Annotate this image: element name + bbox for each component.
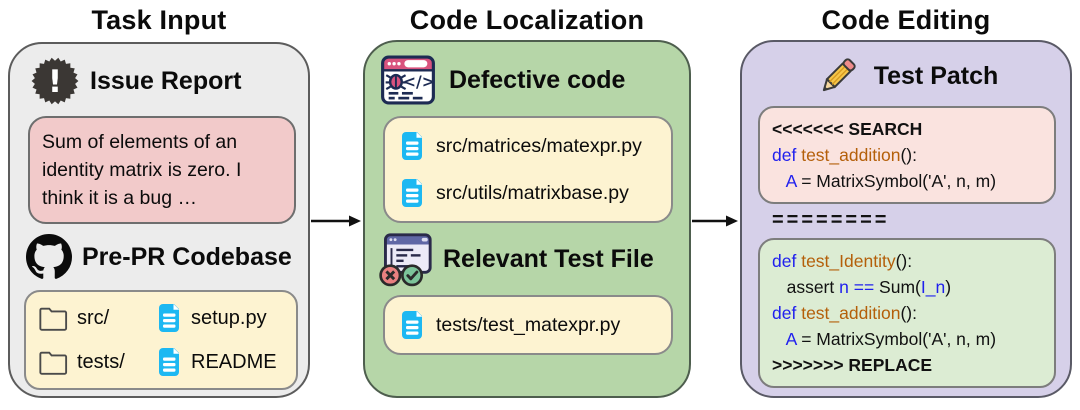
svg-text:</>: </>	[403, 72, 435, 91]
code-line: def test_addition():	[772, 303, 917, 323]
code-line: <<<<<<< SEARCH	[772, 119, 923, 139]
column-title-code-editing: Code Editing	[821, 5, 991, 35]
code-localization-panel: </> Defective code src/matrices/matexpr.…	[363, 40, 691, 398]
file-icon	[402, 132, 423, 160]
file-row: src/utils/matrixbase.py	[399, 178, 661, 208]
folder-icon	[39, 307, 68, 331]
codebase-item-setup: setup.py	[156, 303, 288, 333]
codebase-heading: Pre-PR Codebase	[26, 234, 308, 280]
codebase-item-label: tests/	[77, 350, 125, 373]
diff-separator: ========	[772, 209, 890, 231]
file-icon	[402, 311, 423, 339]
column-title-code-localization: Code Localization	[409, 5, 645, 35]
task-input-panel: ! Issue Report Sum of elements of an ide…	[8, 42, 310, 398]
search-code-block: <<<<<<< SEARCH def test_addition(): A = …	[758, 106, 1056, 204]
issue-report-label: Issue Report	[90, 66, 242, 95]
file-icon	[159, 304, 180, 332]
codebase-item-tests: tests/	[38, 347, 156, 377]
codebase-item-label: README	[191, 350, 277, 373]
defective-code-heading: </> Defective code	[379, 52, 689, 108]
codebase-item-label: setup.py	[191, 306, 267, 329]
code-line: def test_addition():	[772, 145, 917, 165]
pencil-icon	[822, 58, 856, 92]
replace-code-block: def test_Identity(): assert n == Sum(I_n…	[758, 238, 1056, 388]
relevant-test-heading: Relevant Test File	[377, 231, 689, 287]
folder-icon	[39, 351, 68, 375]
codebase-file-grid: src/ setup.py tests/	[24, 290, 298, 390]
issue-report-heading: ! Issue Report	[30, 56, 308, 106]
test-patch-label: Test Patch	[873, 61, 999, 90]
code-line: A = MatrixSymbol('A', n, m)	[785, 329, 997, 349]
codebase-item-label: src/	[77, 306, 110, 329]
code-line: def test_Identity():	[772, 251, 913, 271]
issue-badge-icon: !	[31, 57, 79, 105]
arrow-localization-to-editing	[692, 215, 738, 227]
code-line: assert n == Sum(I_n)	[772, 277, 952, 297]
codebase-label: Pre-PR Codebase	[82, 242, 292, 271]
defective-files-box: src/matrices/matexpr.py src/utils/matrix…	[383, 116, 673, 223]
code-editing-panel: Test Patch <<<<<<< SEARCH def test_addit…	[740, 40, 1072, 398]
file-path: src/utils/matrixbase.py	[436, 181, 629, 204]
defective-code-label: Defective code	[449, 65, 626, 94]
file-row: src/matrices/matexpr.py	[399, 131, 661, 161]
svg-text:!: !	[48, 64, 62, 100]
file-path: tests/test_matexpr.py	[436, 313, 621, 336]
test-checker-icon	[379, 233, 432, 287]
column-title-task-input: Task Input	[91, 5, 227, 35]
issue-text: Sum of elements of an identity matrix is…	[42, 131, 242, 209]
test-patch-heading: Test Patch	[742, 52, 1070, 100]
test-files-box: tests/test_matexpr.py	[383, 295, 673, 355]
codebase-item-src: src/	[38, 303, 156, 333]
file-path: src/matrices/matexpr.py	[436, 134, 642, 157]
arrow-task-to-localization	[311, 215, 361, 227]
file-icon	[159, 348, 180, 376]
github-icon	[26, 234, 72, 279]
code-line: >>>>>>> REPLACE	[772, 355, 933, 375]
bug-browser-icon: </>	[381, 55, 435, 105]
issue-text-box: Sum of elements of an identity matrix is…	[28, 116, 296, 224]
file-icon	[402, 179, 423, 207]
relevant-test-label: Relevant Test File	[443, 244, 654, 273]
code-line: A = MatrixSymbol('A', n, m)	[785, 171, 997, 191]
codebase-item-readme: README	[156, 347, 288, 377]
file-row: tests/test_matexpr.py	[399, 310, 661, 340]
